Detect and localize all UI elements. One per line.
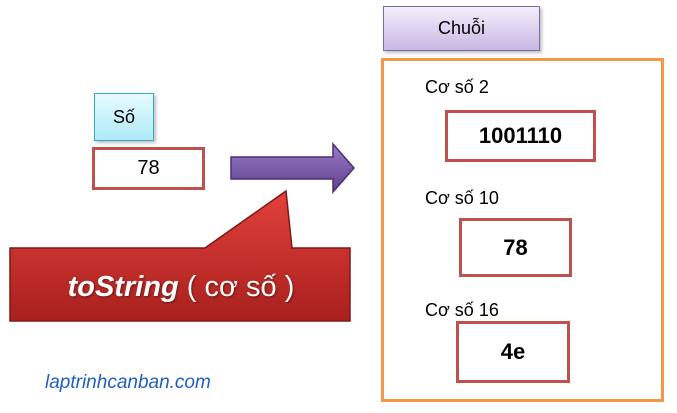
method-params: ( cơ số ) [186, 270, 295, 303]
base-16-result: 4e [456, 321, 570, 383]
method-callout-shape [9, 189, 351, 322]
method-callout: toString ( cơ số ) [12, 252, 350, 322]
base-2-label: Cơ số 2 [425, 77, 489, 97]
right-arrow-icon [230, 142, 355, 194]
base-2-result: 1001110 [445, 110, 596, 162]
base-16-label: Cơ số 16 [425, 300, 499, 320]
site-link[interactable]: laptrinhcanban.com [45, 372, 211, 393]
string-label: Chuỗi [383, 6, 540, 51]
number-value-box: 78 [92, 147, 205, 190]
base-10-result: 78 [459, 218, 572, 277]
base-10-label: Cơ số 10 [425, 188, 499, 208]
number-label: Số [94, 93, 154, 141]
method-name: toString [67, 270, 179, 303]
